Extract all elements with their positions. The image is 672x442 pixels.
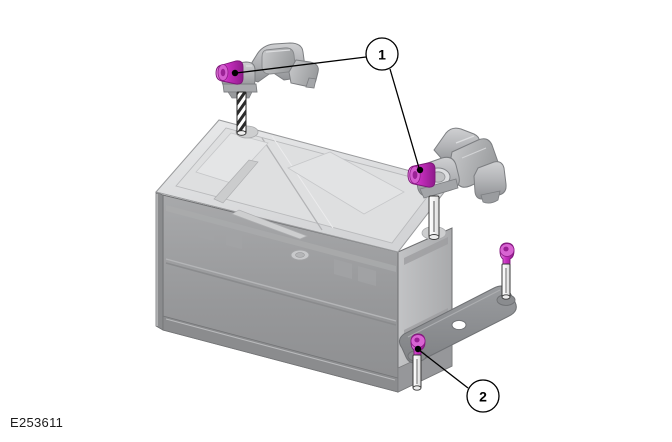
right-clamp-rear-arm <box>473 161 507 200</box>
stud-right-clamp-tip <box>428 234 440 240</box>
battery-vent-strip-2 <box>231 209 308 240</box>
leader-1a-dot <box>231 69 239 77</box>
leader-1a <box>235 56 367 74</box>
battery-right-rib <box>404 237 448 265</box>
part-number-label: E253611 <box>10 415 64 430</box>
bolt-upper-clamp <box>215 60 244 85</box>
stud-right-clamp <box>428 195 440 240</box>
bolt-bracket-front-socket <box>414 337 420 343</box>
callout-2[interactable]: 2 <box>466 379 500 413</box>
leader-1b <box>389 68 420 169</box>
stud-upper-clamp-tip <box>236 130 247 136</box>
bolt-bracket-front-tip <box>412 385 422 391</box>
leader-endpoints <box>231 69 424 353</box>
bolt-bracket-rear-socket <box>503 246 509 252</box>
leader-1b-dot <box>416 166 424 174</box>
right-clamp-hl-1 <box>455 135 475 144</box>
battery-base-hl <box>165 318 396 381</box>
battery-vent-strip <box>213 159 259 204</box>
leader-lines <box>235 56 469 389</box>
mounting-bracket-hole <box>451 319 467 331</box>
callout-1-label: 1 <box>378 47 386 63</box>
battery <box>155 119 453 393</box>
battery-front-rail <box>166 205 396 272</box>
battery-front-ridge-hl <box>165 258 397 322</box>
bolt-bracket-rear-tip <box>501 294 511 300</box>
upper-clamp-tail-tip <box>305 77 317 89</box>
bolt-bracket-front <box>410 333 426 391</box>
right-clamp-hl-2 <box>461 147 487 159</box>
stud-upper-clamp <box>236 91 247 136</box>
bolt-bracket-rear <box>499 242 515 300</box>
callout-1-circle[interactable] <box>365 37 399 71</box>
callout-2-circle[interactable] <box>466 379 500 413</box>
battery-lid-seam <box>261 137 323 231</box>
upper-clamp-boss <box>261 47 296 75</box>
right-clamp-rear-foot <box>480 190 501 204</box>
callout-1[interactable]: 1 <box>365 37 399 71</box>
battery-lid-panel-right <box>287 151 405 215</box>
leader-2a <box>418 349 469 389</box>
right-clamp-collar-lip <box>419 178 459 199</box>
battery-lid-panel-left <box>195 132 269 184</box>
bolt-upper-clamp-socket <box>220 68 226 77</box>
bolt-right-clamp-socket <box>412 171 418 179</box>
stud-upper-clamp-thread <box>236 91 247 134</box>
mounting-bracket-highlight <box>407 289 501 338</box>
battery-front-ridge <box>165 262 397 326</box>
bolt-right-clamp <box>407 162 436 188</box>
battery-front-dimples <box>198 223 376 286</box>
callout-2-label: 2 <box>479 389 487 405</box>
leader-2a-dot <box>414 345 422 353</box>
upper-clamp-hl-1 <box>265 49 291 53</box>
battery-lid-seam-2 <box>271 135 334 229</box>
upper-clamp-base <box>222 83 258 93</box>
battery-center-hub-inner <box>295 252 305 258</box>
